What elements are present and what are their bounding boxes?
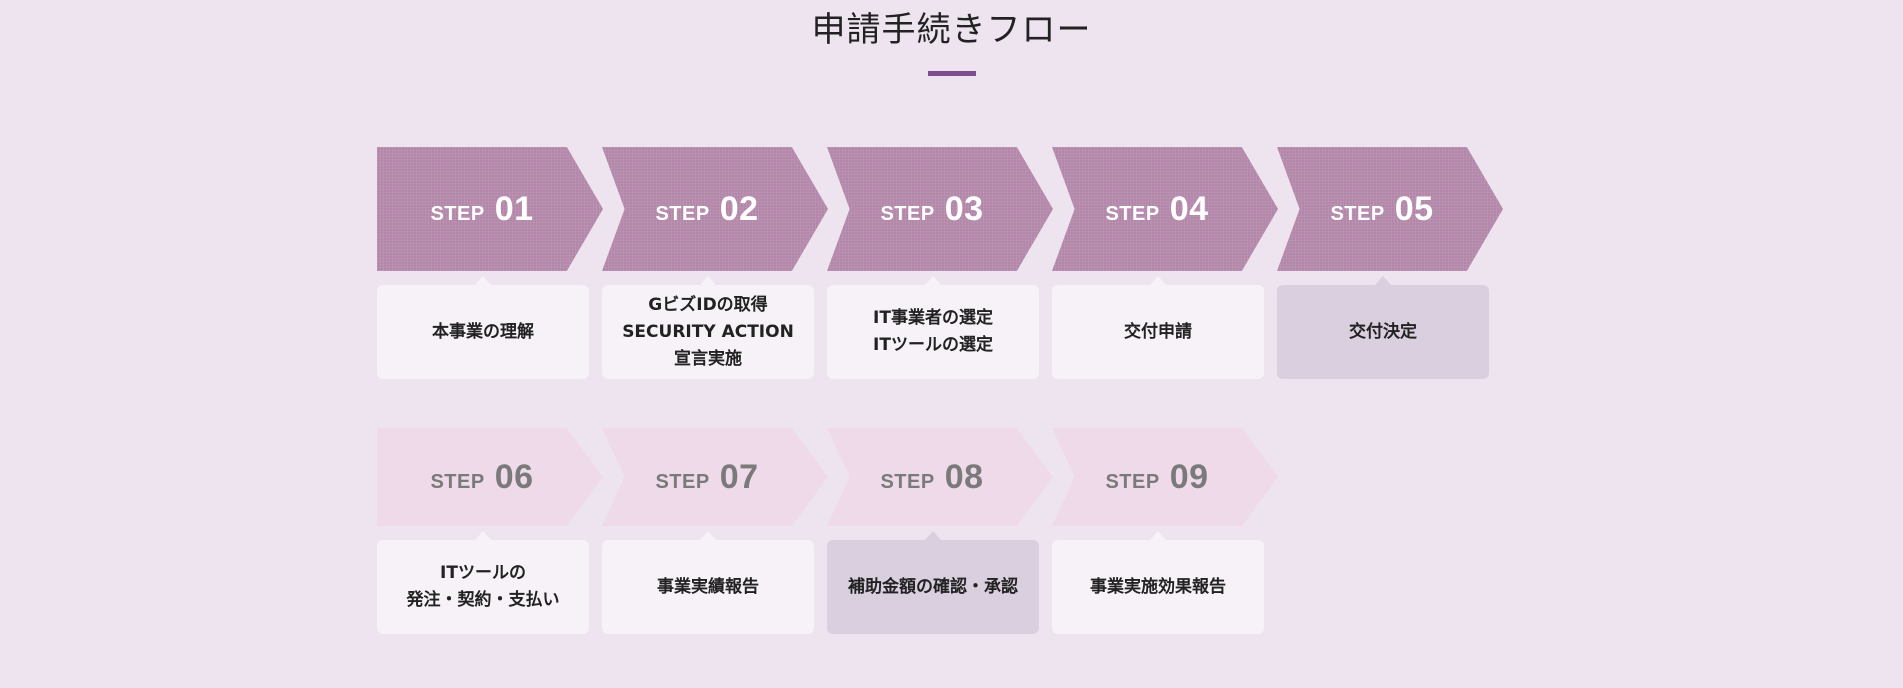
step-08: STEP 08 補助金額の確認・承認 <box>827 428 1053 634</box>
step-07-arrow: STEP 07 <box>602 428 828 526</box>
step-01-number: 01 <box>494 189 534 228</box>
step-02-card: GビズIDの取得 SECURITY ACTION 宣言実施 <box>602 285 814 379</box>
step-01-card: 本事業の理解 <box>377 285 589 379</box>
step-02: STEP 02 GビズIDの取得 SECURITY ACTION 宣言実施 <box>602 147 828 379</box>
step-07-label: STEP 07 <box>655 458 758 497</box>
step-02-number: 02 <box>719 189 759 228</box>
step-06-number: 06 <box>494 457 534 496</box>
step-07-card: 事業実績報告 <box>602 540 814 634</box>
step-06: STEP 06 ITツールの 発注・契約・支払い <box>377 428 603 634</box>
step-09-card: 事業実施効果報告 <box>1052 540 1264 634</box>
step-08-word: STEP <box>880 470 935 493</box>
step-06-label: STEP 06 <box>430 458 533 497</box>
step-03-label: STEP 03 <box>880 190 983 229</box>
step-07-word: STEP <box>655 470 710 493</box>
step-06-arrow: STEP 06 <box>377 428 603 526</box>
step-08-arrow: STEP 08 <box>827 428 1053 526</box>
step-09: STEP 09 事業実施効果報告 <box>1052 428 1278 634</box>
step-08-card: 補助金額の確認・承認 <box>827 540 1039 634</box>
step-05-arrow: STEP 05 <box>1277 147 1503 271</box>
step-07: STEP 07 事業実績報告 <box>602 428 828 634</box>
step-05-card: 交付決定 <box>1277 285 1489 379</box>
step-06-word: STEP <box>430 470 485 493</box>
step-02-arrow: STEP 02 <box>602 147 828 271</box>
step-03-arrow: STEP 03 <box>827 147 1053 271</box>
step-04-arrow: STEP 04 <box>1052 147 1278 271</box>
step-04-card: 交付申請 <box>1052 285 1264 379</box>
flow-row-1: STEP 01 本事業の理解 STEP 02 GビズIDの取得 SECURITY… <box>377 147 1527 379</box>
step-02-word: STEP <box>655 202 710 225</box>
step-01-label: STEP 01 <box>430 190 533 229</box>
flow-row-2: STEP 06 ITツールの 発注・契約・支払い STEP 07 事業実績報告 … <box>377 428 1307 634</box>
step-05-label: STEP 05 <box>1330 190 1433 229</box>
title-underline <box>927 71 976 76</box>
step-07-number: 07 <box>719 457 759 496</box>
step-03-card: IT事業者の選定 ITツールの選定 <box>827 285 1039 379</box>
step-01: STEP 01 本事業の理解 <box>377 147 603 379</box>
title-section: 申請手続きフロー <box>0 0 1903 76</box>
page-title: 申請手続きフロー <box>811 10 1092 50</box>
step-05: STEP 05 交付決定 <box>1277 147 1503 379</box>
step-04-word: STEP <box>1105 202 1160 225</box>
step-04: STEP 04 交付申請 <box>1052 147 1278 379</box>
step-09-arrow: STEP 09 <box>1052 428 1278 526</box>
step-05-word: STEP <box>1330 202 1385 225</box>
step-05-number: 05 <box>1394 189 1434 228</box>
step-09-label: STEP 09 <box>1105 458 1208 497</box>
step-03-word: STEP <box>880 202 935 225</box>
step-03: STEP 03 IT事業者の選定 ITツールの選定 <box>827 147 1053 379</box>
step-01-arrow: STEP 01 <box>377 147 603 271</box>
step-09-number: 09 <box>1169 457 1209 496</box>
step-02-label: STEP 02 <box>655 190 758 229</box>
step-01-word: STEP <box>430 202 485 225</box>
step-03-number: 03 <box>944 189 984 228</box>
step-09-word: STEP <box>1105 470 1160 493</box>
step-08-number: 08 <box>944 457 984 496</box>
step-08-label: STEP 08 <box>880 458 983 497</box>
step-06-card: ITツールの 発注・契約・支払い <box>377 540 589 634</box>
step-04-label: STEP 04 <box>1105 190 1208 229</box>
step-04-number: 04 <box>1169 189 1209 228</box>
